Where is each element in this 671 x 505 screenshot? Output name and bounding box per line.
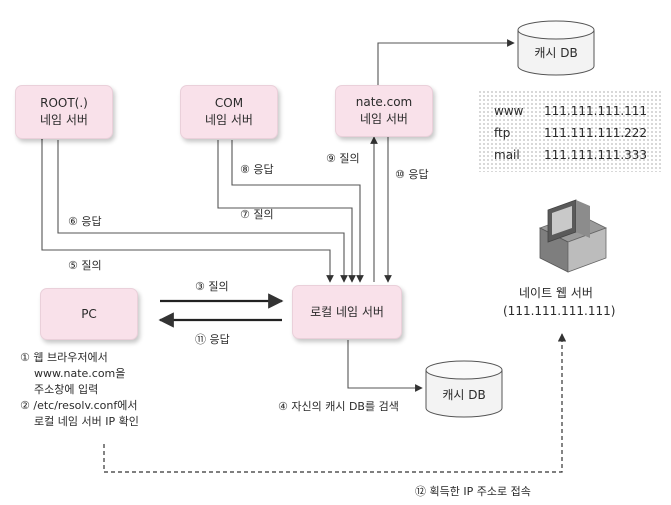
record-name: ftp — [494, 126, 511, 140]
step-6-label: ⑥ 응답 — [68, 215, 102, 228]
arrow-5-query — [38, 133, 334, 283]
record-name: www — [494, 104, 524, 118]
step-10-label: ⑩ 응답 — [395, 168, 429, 181]
record-ip: 111.111.111.222 — [544, 126, 648, 140]
web-server-icon — [538, 199, 608, 273]
step-2-line2: 로컬 네임 서버 IP 확인 — [34, 415, 139, 428]
step-7-label: ⑦ 질의 — [240, 208, 274, 221]
step-8-label: ⑧ 응답 — [240, 163, 274, 176]
step-1-line2: www.nate.com을 — [34, 367, 126, 380]
record-ip: 111.111.111.111 — [544, 104, 648, 118]
root-box-line2: 네임 서버 — [40, 113, 88, 127]
com-box-line2: 네임 서버 — [205, 113, 253, 127]
local-box-label: 로컬 네임 서버 — [310, 304, 384, 319]
arrow-nate-cache — [377, 39, 515, 85]
root-name-server-box: ROOT(.) 네임 서버 — [15, 85, 113, 139]
cache-db-bottom-cylinder — [425, 360, 503, 418]
record-name: mail — [494, 148, 520, 162]
pc-box: PC — [40, 288, 138, 340]
nate-box-line1: nate.com — [355, 95, 413, 109]
arrow-7-query — [217, 140, 356, 283]
pc-box-label: PC — [81, 306, 97, 321]
web-server-label: 네이트 웹 서버 — [519, 286, 593, 300]
root-box-line1: ROOT(.) — [40, 96, 88, 110]
step-1-note: ① 웹 브라우저에서 www.nate.com을 주소창에 입력 ② /etc/… — [20, 350, 139, 430]
step-1-line3: 주소창에 입력 — [34, 383, 99, 396]
cache-record-row: www 111.111.111.111 — [494, 104, 647, 118]
cache-db-bottom-label: 캐시 DB — [442, 388, 486, 402]
arrow-6-response — [57, 140, 348, 283]
step-5-label: ⑤ 질의 — [68, 259, 102, 272]
step-11-label: ⑪ 응답 — [195, 333, 230, 346]
cache-db-top-label: 캐시 DB — [534, 46, 578, 60]
local-name-server-box: 로컬 네임 서버 — [292, 285, 402, 339]
nate-name-server-box: nate.com 네임 서버 — [335, 85, 433, 137]
cache-db-top-cylinder — [517, 20, 595, 76]
com-name-server-box: COM 네임 서버 — [180, 85, 278, 139]
cache-records-table: www 111.111.111.111 ftp 111.111.111.222 ma… — [478, 90, 663, 172]
arrow-8-response — [231, 140, 364, 283]
step-9-label: ⑨ 질의 — [326, 152, 360, 165]
step-12-label: ⑫ 획득한 IP 주소로 접속 — [415, 485, 531, 498]
com-box-line1: COM — [214, 96, 244, 110]
record-ip: 111.111.111.333 — [544, 148, 648, 162]
step-2-line1: ② /etc/resolv.conf에서 — [20, 399, 138, 412]
cache-record-row: mail 111.111.111.333 — [494, 148, 647, 162]
step-1-line1: ① 웹 브라우저에서 — [20, 351, 108, 364]
arrow-12-connect — [103, 333, 567, 473]
step-3-label: ③ 질의 — [195, 280, 229, 293]
cache-record-row: ftp 111.111.111.222 — [494, 126, 647, 140]
web-server-ip: (111.111.111.111) — [503, 304, 616, 318]
arrow-local-cache — [347, 340, 423, 392]
step-4-label: ④ 자신의 캐시 DB를 검색 — [278, 400, 399, 413]
nate-box-line2: 네임 서버 — [360, 112, 408, 126]
